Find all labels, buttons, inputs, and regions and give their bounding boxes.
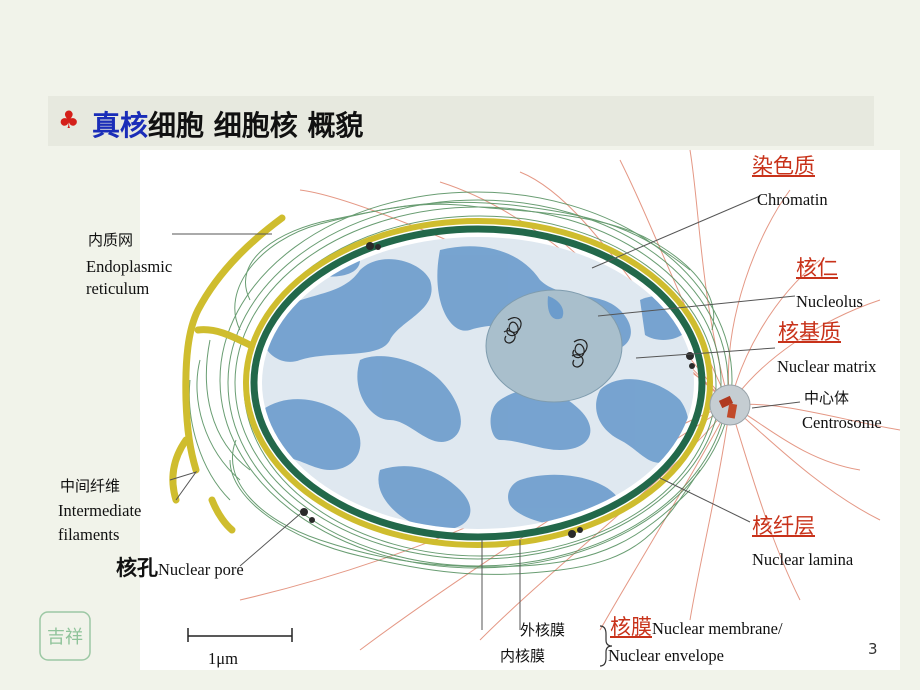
nucleolus-granules bbox=[503, 316, 588, 368]
club-bullet-icon: ♣ bbox=[58, 106, 80, 134]
leader-lines bbox=[169, 195, 801, 630]
slide-title: 真核细胞 细胞核 概貌 bbox=[92, 104, 364, 144]
label-if-en-2: filaments bbox=[58, 525, 120, 544]
label-er-en-2: reticulum bbox=[86, 279, 150, 298]
nucleolus-chromatin bbox=[547, 296, 564, 320]
endoplasmic-reticulum bbox=[169, 214, 286, 534]
label-envelope-en-1: Nuclear membrane/ bbox=[652, 619, 783, 638]
label-chromatin-en: Chromatin bbox=[757, 190, 828, 209]
label-pore-en: Nuclear pore bbox=[158, 560, 244, 579]
label-inner-membrane: 内核膜 bbox=[500, 647, 546, 665]
label-if-en-1: Intermediate bbox=[58, 501, 142, 520]
centriole-1 bbox=[718, 395, 734, 409]
brace bbox=[599, 625, 613, 667]
label-er-zh: 内质网 bbox=[88, 231, 134, 249]
outer-membrane bbox=[243, 218, 713, 548]
label-matrix-en: Nuclear matrix bbox=[777, 357, 877, 376]
inner-membrane bbox=[250, 225, 706, 541]
label-envelope-zh: 核膜 bbox=[610, 615, 652, 639]
title-bar bbox=[48, 96, 874, 146]
label-er-en-1: Endoplasmic bbox=[86, 257, 173, 276]
label-if-zh: 中间纤维 bbox=[60, 477, 121, 495]
label-lamina-zh: 核纤层 bbox=[752, 514, 815, 538]
logo-text: 吉祥 bbox=[47, 627, 83, 648]
label-centrosome-en: Centrosome bbox=[802, 413, 882, 432]
nuclear-pores bbox=[300, 242, 695, 538]
label-envelope-en-2: Nuclear envelope bbox=[608, 646, 724, 665]
title-rest: 细胞 细胞核 概貌 bbox=[148, 109, 364, 142]
scale-bar-label: 1μm bbox=[208, 649, 238, 668]
title-highlight: 真核 bbox=[92, 109, 149, 142]
intermediate-filaments bbox=[188, 191, 733, 575]
label-matrix-zh: 核基质 bbox=[778, 320, 841, 344]
label-centrosome-zh: 中心体 bbox=[804, 389, 850, 407]
label-pore-zh: 核孔 bbox=[116, 556, 158, 580]
logo-icon: 吉祥 bbox=[39, 611, 91, 661]
label-nucleolus-en: Nucleolus bbox=[796, 292, 863, 311]
scale-bar bbox=[187, 628, 293, 642]
label-outer-membrane: 外核膜 bbox=[520, 621, 566, 639]
centriole-2 bbox=[726, 403, 738, 419]
nucleolus bbox=[485, 289, 623, 403]
label-chromatin-zh: 染色质 bbox=[752, 154, 815, 178]
page-number: 3 bbox=[868, 640, 878, 658]
label-nucleolus-zh: 核仁 bbox=[796, 256, 838, 280]
label-lamina-en: Nuclear lamina bbox=[752, 550, 854, 569]
